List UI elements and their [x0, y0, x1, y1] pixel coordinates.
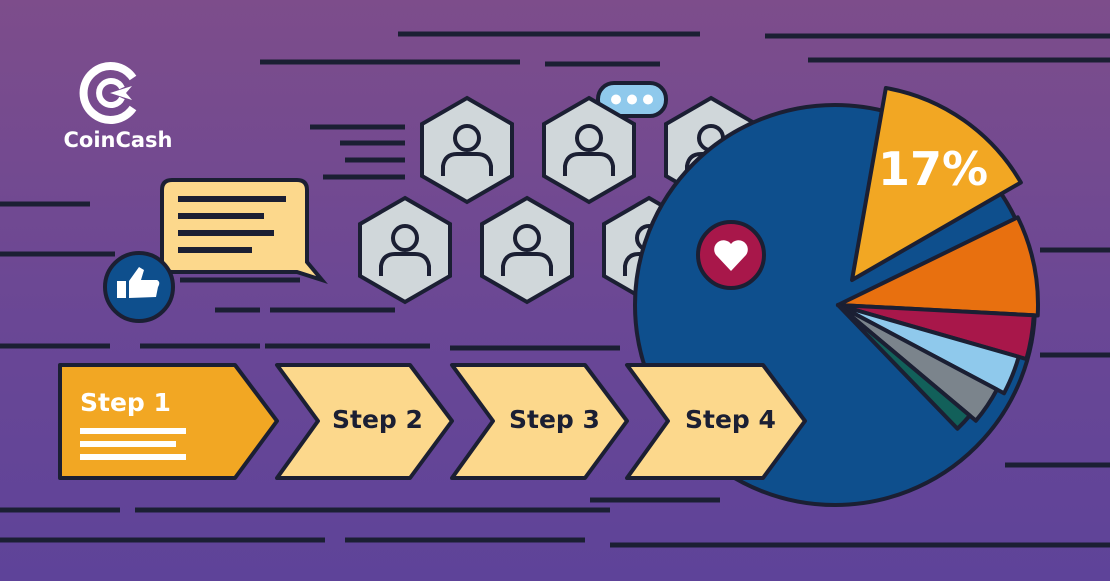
user-avatar-icon: [480, 195, 574, 305]
pie-slice-2: [836, 215, 1041, 318]
motion-lines: [0, 31, 1110, 548]
chat-dots-icon: [596, 81, 668, 118]
pie-slice-5: [836, 303, 999, 423]
user-avatar-icon: [358, 195, 452, 305]
step-1-arrow: [58, 363, 279, 480]
step-1-text-lines: [80, 428, 186, 460]
step-2-label: Step 2: [332, 405, 423, 434]
thumbs-up-icon: [103, 251, 175, 323]
pie-highlight-label: 17%: [878, 142, 989, 196]
step-4-label: Step 4: [685, 405, 776, 434]
heart-icon: [696, 220, 766, 290]
step-2-arrow: [275, 363, 454, 480]
step-1-label: Step 1: [80, 388, 171, 417]
step-3-arrow: [450, 363, 629, 480]
user-avatar-icon: [420, 95, 514, 205]
user-avatar-icon: [542, 95, 636, 205]
brand-name: CoinCash: [63, 128, 173, 152]
step-3-label: Step 3: [509, 405, 600, 434]
pie-slice-1: [850, 85, 1023, 282]
step-4-arrow: [625, 363, 807, 480]
speech-bubble-icon: [160, 178, 328, 284]
pie-slice-6: [836, 303, 972, 431]
coincash-logo-icon: [79, 62, 137, 124]
steps-flow: [58, 363, 807, 480]
